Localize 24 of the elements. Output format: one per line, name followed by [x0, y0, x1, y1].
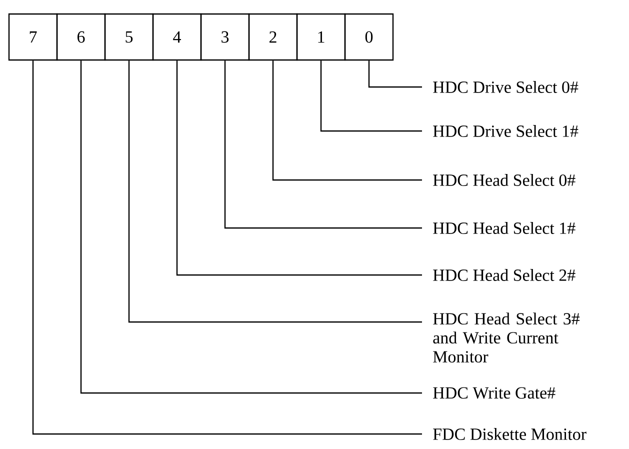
- leader-line: [128, 60, 422, 323]
- signal-label: HDC Head Select 0#: [433, 174, 576, 186]
- bit-box: 5: [104, 13, 154, 61]
- signal-label: HDC Head Select 3# and Write Current Monitor: [433, 312, 580, 363]
- leader-line: [80, 60, 422, 394]
- leader-line: [320, 60, 422, 132]
- leader-line: [224, 60, 422, 229]
- signal-label: HDC Drive Select 1#: [433, 125, 578, 137]
- signal-label: HDC Head Select 1#: [433, 222, 576, 234]
- signal-label: HDC Drive Select 0#: [433, 81, 578, 93]
- bit-box: 3: [200, 13, 250, 61]
- leader-line: [272, 60, 422, 181]
- bit-box: 7: [8, 13, 58, 61]
- leader-line: [368, 60, 422, 88]
- leader-line: [176, 60, 422, 276]
- bit-box: 0: [344, 13, 394, 61]
- signal-label: HDC Write Gate#: [433, 387, 556, 399]
- leader-line: [32, 60, 422, 435]
- signal-label: FDC Diskette Monitor: [433, 428, 586, 440]
- bit-box: 1: [296, 13, 346, 61]
- bit-box: 2: [248, 13, 298, 61]
- signal-label: HDC Head Select 2#: [433, 269, 576, 281]
- bit-box: 6: [56, 13, 106, 61]
- bit-box: 4: [152, 13, 202, 61]
